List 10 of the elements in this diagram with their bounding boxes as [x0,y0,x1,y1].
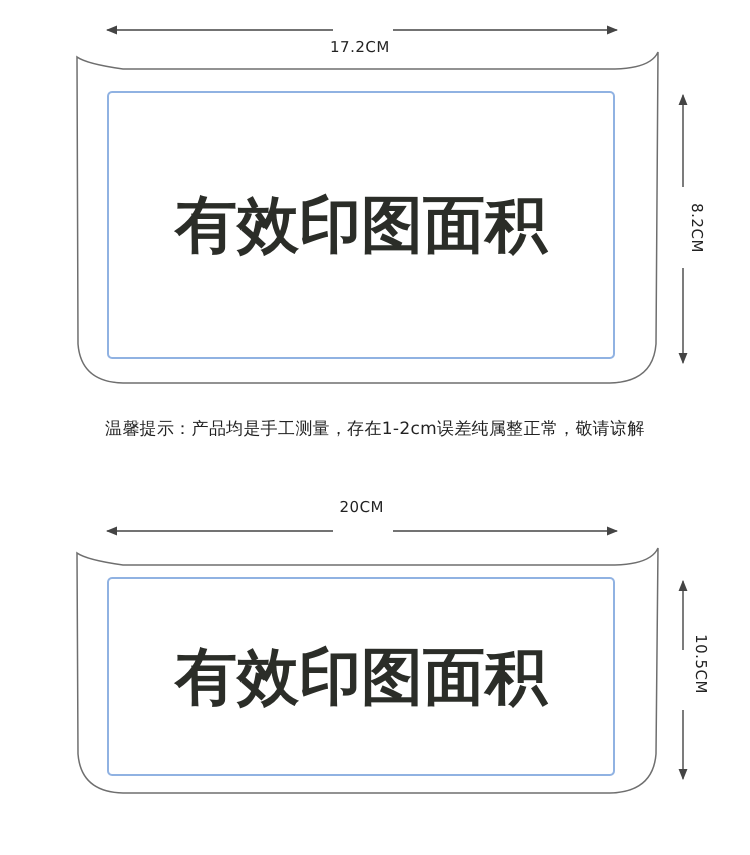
print-area-label: 有效印图面积 [175,187,547,263]
print-area-label: 有效印图面积 [175,638,547,714]
dimension-label: 8.2CM [688,203,706,253]
dimension-label: 10.5CM [692,634,710,694]
dimension-label: 17.2CM [330,38,390,56]
note-text: 温馨提示：产品均是手工测量，存在1-2cm误差纯属整正常，敬请谅解 [105,418,645,440]
dimension-label: 20CM [340,498,384,516]
sheet-outline [75,546,660,796]
print-area-box [107,577,615,776]
print-area-box [107,91,615,359]
